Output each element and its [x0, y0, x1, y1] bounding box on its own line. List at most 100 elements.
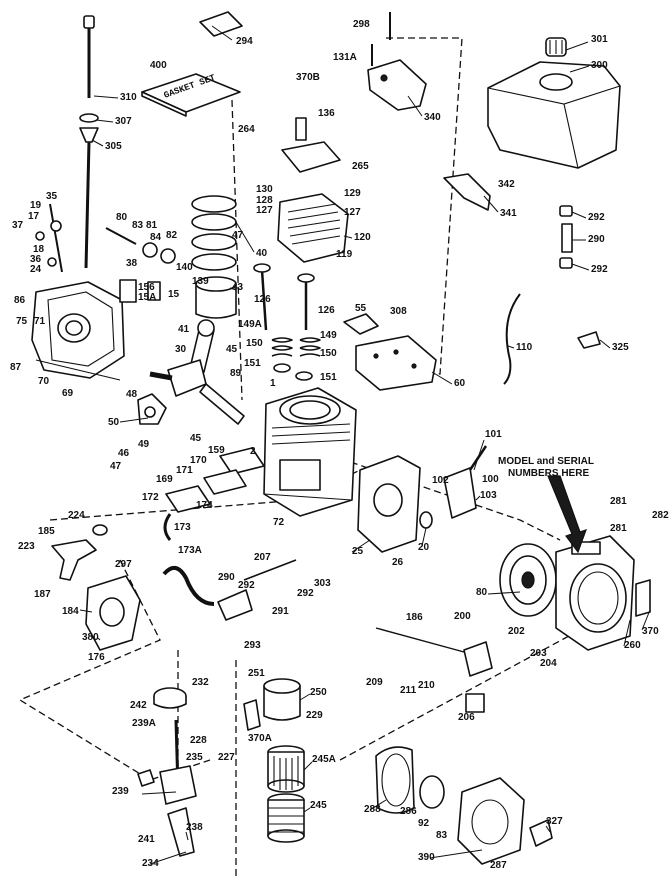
part-label-245: 245: [310, 800, 327, 811]
part-label-87: 87: [10, 362, 22, 373]
part-label-1: 1: [270, 378, 276, 389]
part-label-294: 294: [236, 36, 253, 47]
crankshaft-30: [149, 359, 245, 425]
part-label-83: 83: [132, 220, 144, 231]
part-label-310: 310: [120, 92, 137, 103]
choke-control-206: [375, 627, 493, 713]
part-label-327: 327: [546, 816, 563, 827]
carburetor-380: [79, 575, 141, 651]
part-label-17: 17: [28, 211, 40, 222]
bracket-60: [355, 335, 437, 391]
part-label-370B: 370B: [296, 72, 320, 83]
part-label-370: 370: [642, 626, 659, 637]
part-label-184: 184: [62, 606, 79, 617]
part-label-159: 159: [208, 445, 225, 456]
part-label-131A: 131A: [333, 52, 357, 63]
part-label-185: 185: [38, 526, 55, 537]
starter-cup-288: [375, 746, 415, 814]
part-label-307: 307: [115, 116, 132, 127]
part-label-127: 127: [344, 207, 361, 218]
part-label-305: 305: [105, 141, 122, 152]
part-label-25: 25: [352, 546, 364, 557]
part-label-89: 89: [230, 368, 242, 379]
part-label-298: 298: [353, 19, 370, 30]
part-label-110: 110: [516, 342, 533, 353]
part-label-241: 241: [138, 834, 155, 845]
part-label-169: 169: [156, 474, 173, 485]
engine-block-1: [263, 387, 357, 517]
filter-element-245: [267, 793, 305, 843]
part-label-150: 150: [246, 338, 263, 349]
part-label-120: 120: [354, 232, 371, 243]
part-label-149A: 149A: [238, 319, 262, 330]
part-label-228: 228: [190, 735, 207, 746]
link-308: [343, 313, 379, 335]
part-label-30: 30: [175, 344, 187, 355]
part-label-204: 204: [540, 658, 557, 669]
part-label-400: 400: [150, 60, 167, 71]
part-label-340: 340: [424, 112, 441, 123]
dashed-line-starter: [339, 629, 581, 761]
part-label-101: 101: [485, 429, 502, 440]
part-label-297: 297: [115, 559, 132, 570]
part-label-300: 300: [591, 60, 608, 71]
head-gasket-265: [281, 141, 341, 173]
part-label-71: 71: [34, 316, 46, 327]
part-label-291: 291: [272, 606, 289, 617]
part-label-288: 288: [364, 804, 381, 815]
part-label-224: 224: [68, 510, 85, 521]
part-label-103: 103: [480, 490, 497, 501]
part-label-172: 172: [142, 492, 159, 503]
part-label-24: 24: [30, 264, 42, 275]
part-label-202: 202: [508, 626, 525, 637]
washer-20: [419, 511, 433, 529]
starter-housing-390: [457, 777, 525, 865]
model-serial-note-line2: NUMBERS HERE: [508, 468, 589, 479]
part-label-227: 227: [218, 752, 235, 763]
part-label-19: 19: [30, 200, 42, 211]
part-label-40: 40: [256, 248, 268, 259]
filter-element-245A: [267, 745, 305, 793]
piston-43: [195, 283, 237, 319]
part-label-264: 264: [238, 124, 255, 135]
part-label-286: 286: [400, 806, 417, 817]
part-label-84: 84: [150, 232, 162, 243]
part-label-100: 100: [482, 474, 499, 485]
part-label-48: 48: [126, 389, 138, 400]
part-label-15A: 15A: [138, 292, 156, 303]
part-label-15: 15: [168, 289, 180, 300]
part-label-36: 36: [30, 254, 42, 265]
part-label-69: 69: [62, 388, 74, 399]
ignition-module-100: [443, 467, 477, 519]
parts-pack-294: [199, 11, 243, 37]
part-label-342: 342: [498, 179, 515, 190]
part-label-292: 292: [588, 212, 605, 223]
tank-bracket-340: [367, 59, 427, 111]
part-label-239A: 239A: [132, 718, 156, 729]
part-label-211: 211: [400, 685, 417, 696]
part-label-18: 18: [33, 244, 45, 255]
part-label-37: 37: [12, 220, 24, 231]
part-label-251: 251: [248, 668, 265, 679]
part-label-149: 149: [320, 330, 337, 341]
dashed-line-carb-group: [18, 559, 211, 781]
part-label-49: 49: [138, 439, 150, 450]
part-label-41: 41: [178, 324, 190, 335]
part-label-2: 2: [250, 446, 256, 457]
part-label-151: 151: [244, 358, 261, 369]
part-label-86: 86: [14, 295, 26, 306]
wire-110: [503, 293, 521, 385]
part-label-81: 81: [146, 220, 158, 231]
part-label-47: 47: [232, 230, 244, 241]
part-label-232: 232: [192, 677, 209, 688]
part-label-265: 265: [352, 161, 369, 172]
part-label-242: 242: [130, 700, 147, 711]
part-label-245A: 245A: [312, 754, 336, 765]
part-label-72: 72: [273, 517, 285, 528]
intake-assembly: [163, 447, 265, 541]
part-label-82: 82: [166, 230, 178, 241]
part-label-290: 290: [588, 234, 605, 245]
part-label-380: 380: [82, 632, 99, 643]
part-label-119: 119: [336, 249, 353, 260]
